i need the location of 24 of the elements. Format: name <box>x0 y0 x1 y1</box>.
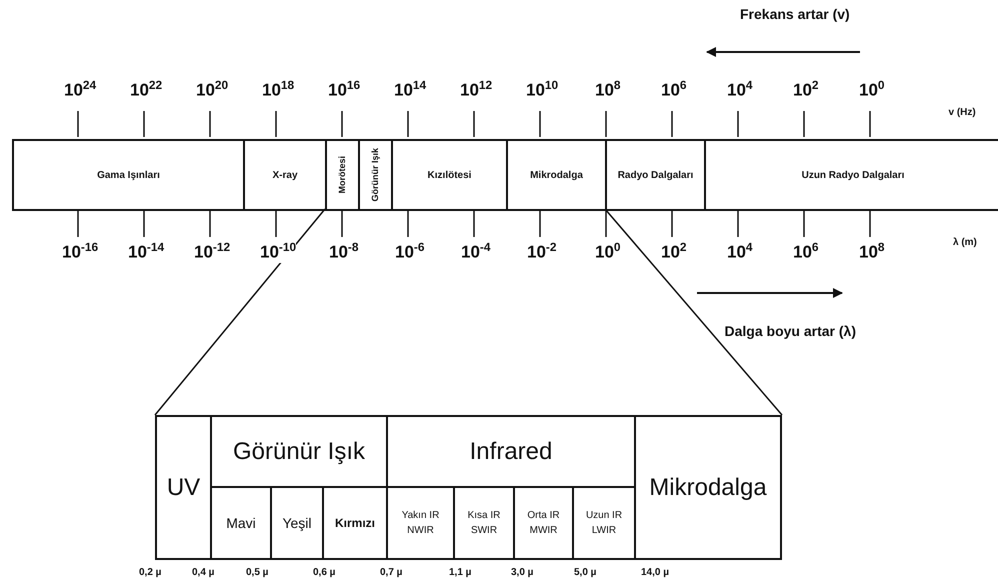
spectrum-band: Gama Işınları <box>12 139 245 211</box>
spectrum-band: UV <box>155 415 212 560</box>
spectrum-band: X-ray <box>243 139 327 211</box>
wavelength-label: 14,0 µ <box>641 567 670 578</box>
wavelength-label: 5,0 µ <box>574 567 596 578</box>
direction-label: Frekans artar (v) <box>740 6 850 22</box>
spectrum-band: Görünür Işık <box>358 139 393 211</box>
wavelength-label: 3,0 µ <box>511 567 534 578</box>
wavelength-label: 10$^{-10}$ <box>260 240 296 263</box>
spectrum-band: Mikrodalga <box>634 415 782 560</box>
axis-label: λ (m) <box>953 237 977 248</box>
spectrum-band: Morötesi <box>325 139 360 211</box>
wavelength-label: 0,5 µ <box>246 567 268 578</box>
wavelength-label: 1,1 µ <box>449 567 472 578</box>
spectrum-band: Uzun Radyo Dalgaları <box>704 139 998 211</box>
wavelength-label: 0,2 µ <box>139 567 162 578</box>
axis-label: v (Hz) <box>948 107 976 118</box>
wavelength-label: 0,6 µ <box>313 567 336 578</box>
spectrum-band: Kızılötesi <box>391 139 508 211</box>
wavelength-label: 0,4 µ <box>192 567 214 578</box>
spectrum-band: Radyo Dalgaları <box>605 139 706 211</box>
spectrum-band: Mikrodalga <box>506 139 607 211</box>
wavelength-label: 0,7 µ <box>380 567 402 578</box>
direction-label: Dalga boyu artar (λ) <box>724 323 856 339</box>
